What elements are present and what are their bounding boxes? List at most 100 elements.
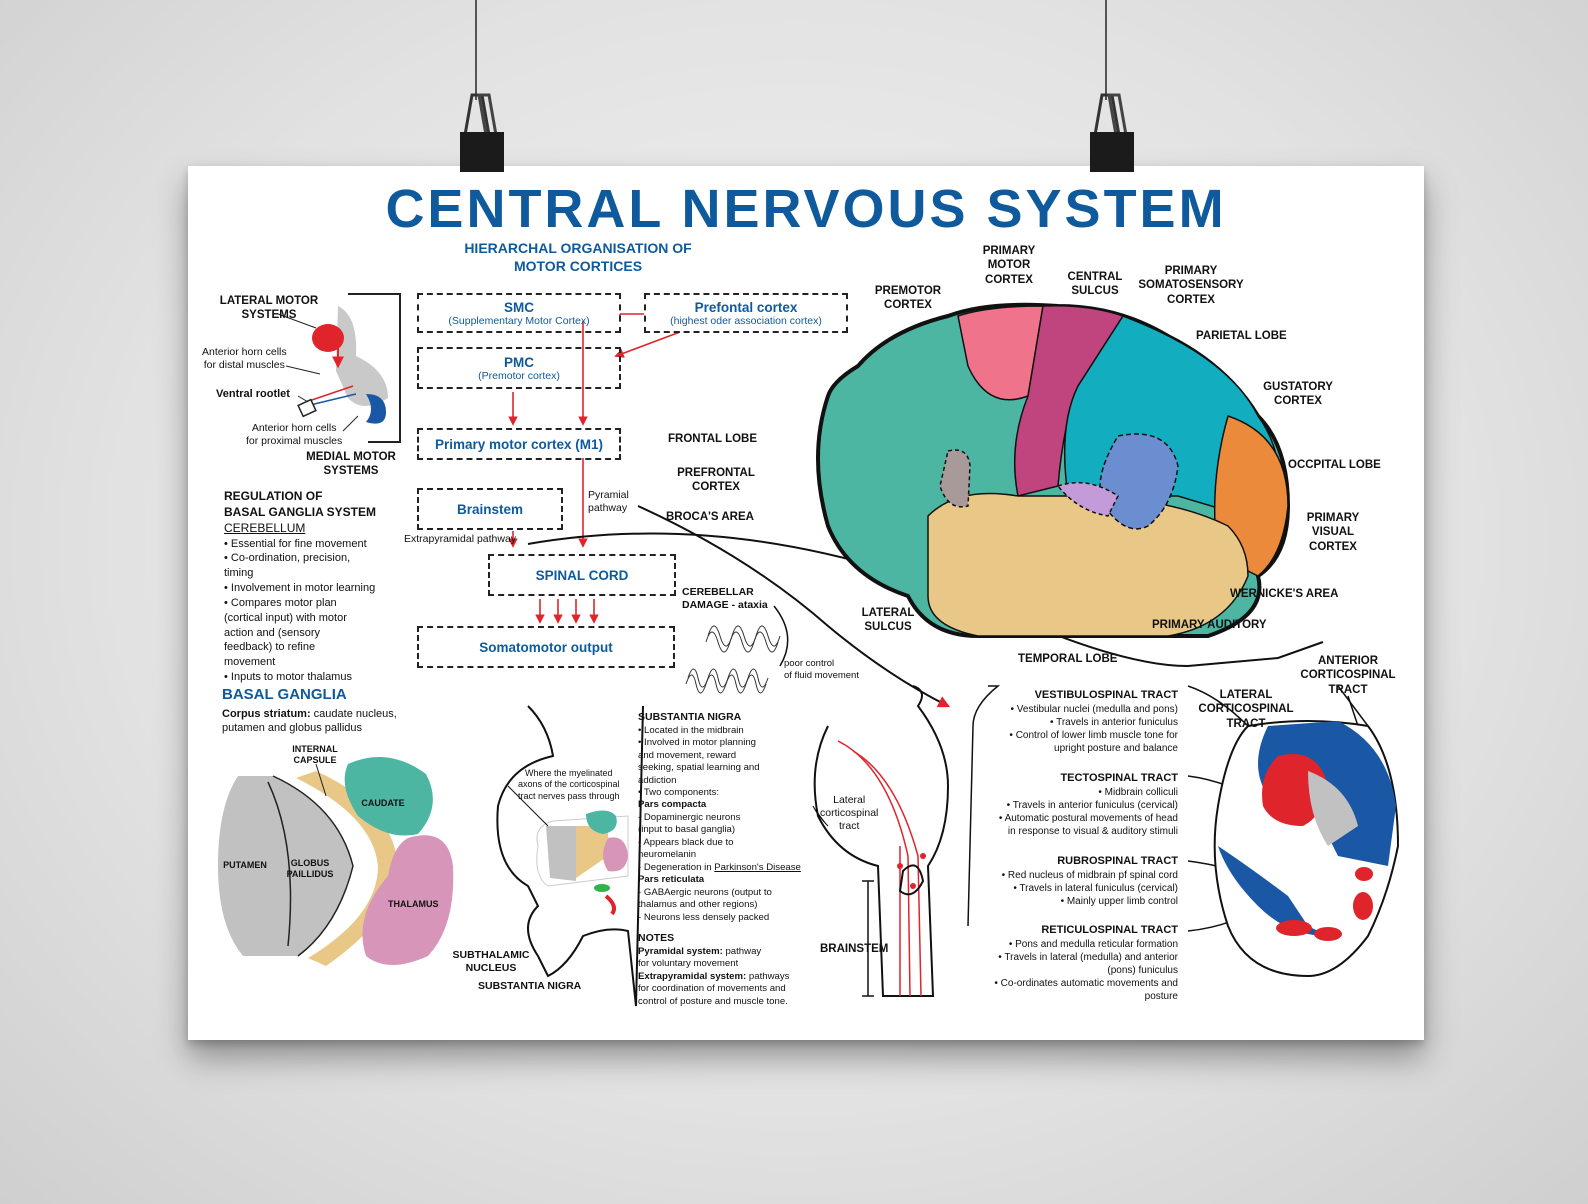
cerebellar-damage-title: CEREBELLAR DAMAGE - ataxia — [682, 586, 768, 612]
lateral-sulcus-line2: SULCUS — [864, 621, 912, 634]
parietal-lobe-label: PARIETAL LOBE — [1196, 330, 1287, 342]
anterior-cst-line2: CORTICOSPINAL — [1300, 669, 1396, 682]
substantia-nigra-label: SUBSTANTIA NIGRA — [478, 980, 582, 992]
medial-motor-label: MEDIAL MOTOR SYSTEMS — [296, 450, 406, 479]
premotor-line1: PREMOTOR — [874, 285, 942, 297]
primary-motor-line3: CORTEX — [985, 273, 1033, 286]
brainstem-box: Brainstem — [417, 488, 563, 530]
binder-clip-right — [1090, 93, 1134, 172]
reticulo-line-4: posture — [1144, 991, 1178, 1003]
tectospinal-block: TECTOSPINAL TRACT • Midbrain colliculi •… — [968, 771, 1178, 838]
anterior-cst-line1: ANTERIOR — [1317, 655, 1379, 667]
sn-parkinsons: Parkinson's Disease — [714, 861, 801, 873]
gustatory-line1: GUSTATORY — [1263, 381, 1333, 393]
vestibulospinal-heading: VESTIBULOSPINAL TRACT — [1034, 689, 1178, 701]
primary-motor-line1: PRIMARY — [982, 245, 1036, 257]
lateral-cst-label: LATERAL CORTICOSPINAL TRACT — [1196, 688, 1296, 731]
cerebellum-heading: CEREBELLUM — [224, 521, 306, 536]
subthalamic-line1: SUBTHALAMIC — [452, 949, 530, 961]
distal-line2: for distal muscles — [203, 359, 285, 372]
central-sulcus-label: CENTRAL SULCUS — [1060, 270, 1130, 299]
rubrospinal-heading: RUBROSPINAL TRACT — [1057, 855, 1178, 867]
rubrospinal-block: RUBROSPINAL TRACT • Red nucleus of midbr… — [968, 854, 1178, 908]
temporal-lobe-label: TEMPORAL LOBE — [1018, 653, 1118, 665]
lateral-ct-line2: corticospinal — [820, 807, 879, 820]
regulation-line-0: • Essential for fine movement — [224, 537, 367, 550]
tecto-line-3: in response to visual & auditory stimuli — [1007, 826, 1178, 838]
visual-line2: VISUAL — [1311, 526, 1355, 539]
hanging-string-right — [1105, 0, 1107, 100]
hierarchy-heading-line1: HIERARCHAL ORGANISATION OF — [464, 240, 692, 256]
sn-extra-3: control of posture and muscle tone. — [638, 995, 788, 1007]
sn-reticulata-2: - Neurons less densely packed — [638, 911, 770, 923]
lateral-cst-line1: LATERAL — [1219, 689, 1273, 701]
prefrontal-box: Prefontal cortex (highest oder associati… — [644, 293, 848, 333]
prefrontal-line1: PREFRONTAL — [677, 467, 755, 479]
visual-line3: CORTEX — [1309, 540, 1357, 553]
somato-line2: SOMATOSENSORY — [1138, 279, 1244, 292]
sn-extra-2: for coordination of movements and — [638, 983, 786, 995]
hanging-string-left — [475, 0, 477, 100]
reticulo-line-2: (pons) funiculus — [1107, 964, 1178, 976]
pmc-box: PMC (Premotor cortex) — [417, 347, 621, 389]
myelinated-line3: tract nerves pass through — [518, 790, 620, 801]
spinal-cross-section — [1213, 720, 1400, 978]
brocas-area-label: BROCA'S AREA — [666, 511, 754, 523]
vestibulo-line-0: • Vestibular nuclei (medulla and pons) — [1010, 703, 1179, 715]
prefrontal-line2: CORTEX — [692, 481, 740, 494]
somatomotor-label: Somatomotor output — [479, 639, 613, 655]
lateral-cst-line2: CORTICOSPINAL — [1198, 703, 1294, 716]
brainstem-box-label: Brainstem — [456, 501, 524, 517]
lateral-motor-line1: LATERAL MOTOR — [219, 295, 319, 307]
medial-motor-line1: MEDIAL MOTOR — [306, 451, 396, 463]
vestibulo-line-2: • Control of lower limb muscle tone for — [1009, 729, 1178, 741]
central-line1: CENTRAL — [1067, 271, 1123, 283]
gustatory-line2: CORTEX — [1274, 395, 1322, 408]
tecto-line-2: • Automatic postural movements of head — [998, 812, 1178, 824]
caudate-label: CAUDATE — [361, 798, 405, 808]
regulation-line-2: timing — [224, 567, 254, 580]
corpus-line1: caudate nucleus, — [310, 708, 397, 720]
cerebellar-line1: CEREBELLAR — [682, 586, 754, 598]
lateral-ct-line3: tract — [838, 820, 860, 833]
globus-pallidus-label: GLOBUS PAILLIDUS — [280, 858, 340, 881]
sn-degeneration: - Degeneration in — [638, 861, 715, 873]
sn-reticulata: Pars reticulata — [638, 874, 705, 886]
proximal-label: Anterior horn cells for proximal muscles — [246, 422, 342, 448]
subthalamic-line2: NUCLEUS — [465, 962, 517, 975]
sn-compacta-3: neuromelanin — [638, 849, 697, 861]
regulation-line-1: • Co-ordination, precision, — [224, 552, 351, 565]
ataxia-note: poor control of fluid movement — [784, 658, 859, 682]
occipital-lobe-label: OCCPITAL LOBE — [1288, 459, 1381, 471]
globus-line2: PAILLIDUS — [286, 869, 334, 880]
sn-reticulata-1: thalamus and other regions) — [638, 899, 758, 911]
brainstem-cord-drawing — [812, 685, 950, 997]
regulation-line-4: • Compares motor plan — [224, 596, 337, 609]
rubro-line-0: • Red nucleus of midbrain pf spinal cord — [1001, 869, 1178, 881]
tecto-line-0: • Midbrain colliculi — [1098, 786, 1178, 798]
distal-label: Anterior horn cells for distal muscles — [202, 346, 287, 372]
hierarchy-arrows — [508, 313, 681, 624]
pyramidal-line2: pathway — [588, 502, 628, 515]
midbrain-drawing — [496, 705, 644, 1007]
visual-line1: PRIMARY — [1306, 512, 1360, 524]
sn-line-5: • Two components: — [638, 786, 720, 798]
regulation-line-8: movement — [224, 656, 276, 669]
internal-capsule-line2: CAPSULE — [293, 755, 337, 766]
poster: CENTRAL NERVOUS SYSTEM HIERARCHAL ORGANI… — [188, 166, 1424, 1040]
vestibulo-line-3: upright posture and balance — [1054, 743, 1178, 755]
substantia-nigra-block: SUBSTANTIA NIGRA • Located in the midbra… — [638, 711, 818, 1008]
sn-extra-1: pathways — [746, 970, 790, 982]
proximal-line2: for proximal muscles — [246, 435, 343, 448]
ataxia-note-line1: poor control — [784, 658, 835, 669]
sn-line-4: addiction — [638, 774, 677, 786]
sn-line-2: and movement, reward — [638, 749, 737, 761]
primary-auditory-label: PRIMARY AUDITORY — [1152, 619, 1267, 631]
tecto-line-1: • Travels in anterior funiculus (cervica… — [1006, 799, 1178, 811]
brainstem-label: BRAINSTEM — [820, 943, 889, 955]
somatomotor-box: Somatomotor output — [417, 626, 675, 668]
wernickes-area-label: WERNICKE'S AREA — [1230, 588, 1339, 600]
spinal-segment-drawing — [277, 293, 401, 443]
regulation-line-5: (cortical input) with motor — [224, 611, 347, 624]
